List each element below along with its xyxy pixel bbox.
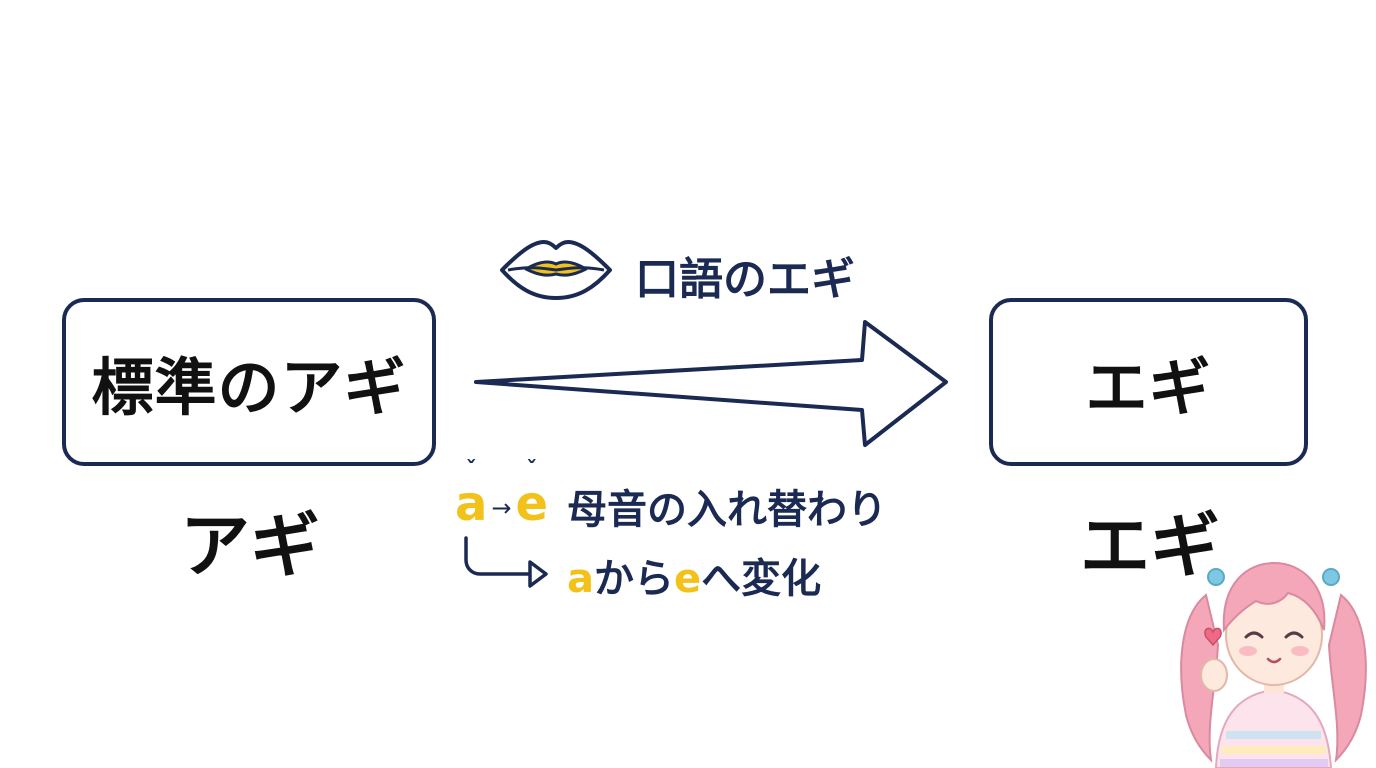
- character-illustration: [1180, 561, 1367, 768]
- colloquial-form-text: エギ: [1085, 351, 1212, 424]
- standard-form-text: 標準のアギ: [91, 351, 407, 424]
- colloquial-form-label: エギ: [1080, 505, 1220, 587]
- change-to-vowel: e: [674, 556, 702, 602]
- vowel-swap-label: 母音の入れ替わり: [567, 487, 887, 533]
- hook-arrow-icon: [464, 536, 548, 588]
- standard-form-label: アギ: [180, 505, 320, 587]
- transformation-arrow: [474, 320, 948, 447]
- colloquial-form-box: エギ: [989, 298, 1308, 466]
- standard-form-box: 標準のアギ: [62, 298, 436, 466]
- vowel-swap-diagram: ˇ a → ˇ e: [455, 458, 549, 532]
- vowel-e: ˇ e: [515, 458, 549, 532]
- colloquial-annotation: 口語のエギ: [635, 254, 855, 305]
- change-end-text: へ変化: [701, 556, 822, 602]
- change-from-vowel: a: [567, 556, 594, 602]
- lips-icon: [500, 240, 612, 300]
- change-note: a から e へ変化: [567, 546, 821, 604]
- caron-mark: ˇ: [526, 458, 538, 483]
- vowel-a: ˇ a: [455, 458, 488, 532]
- caron-mark: ˇ: [465, 458, 477, 483]
- change-middle-text: から: [594, 556, 674, 602]
- small-arrow-icon: →: [491, 494, 512, 522]
